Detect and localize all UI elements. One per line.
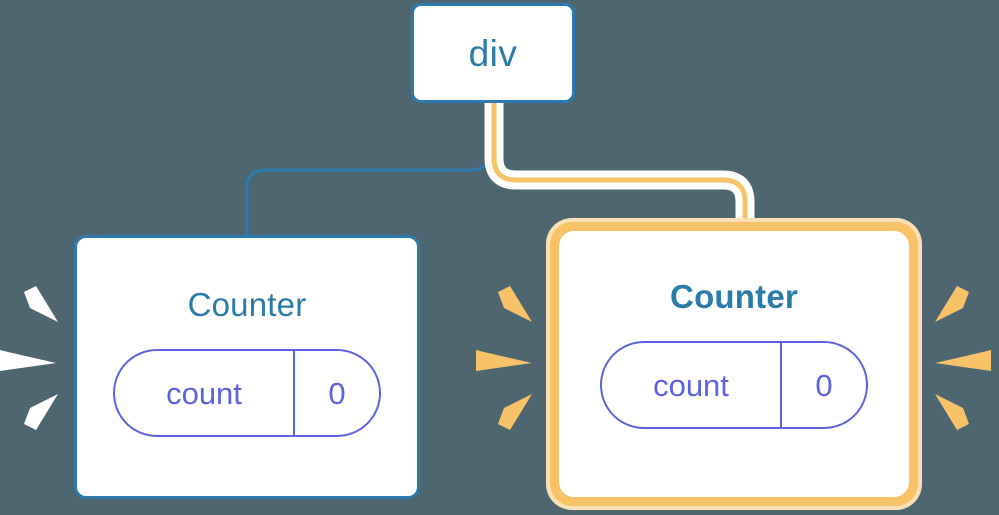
sparkle-ray (476, 350, 532, 371)
counter-left-state-key: count (166, 375, 242, 411)
sparkle-ray (0, 350, 56, 371)
node-counter-left[interactable]: Counter count 0 (74, 235, 420, 499)
edge-div-to-counter-left (245, 101, 491, 238)
counter-left-state-pill: count 0 (113, 349, 381, 437)
sparkle-ray (935, 350, 991, 371)
counter-left-title: Counter (187, 286, 307, 323)
node-div[interactable]: div (411, 3, 575, 103)
counter-right-state-key: count (653, 367, 729, 403)
sparkles-right-counter-outer (929, 278, 991, 438)
sparkles-left-counter-outer (0, 278, 62, 438)
pill-divider (780, 343, 782, 427)
pill-divider (293, 351, 295, 435)
sparkles-between-counters (476, 278, 538, 438)
counter-left-state-value: 0 (328, 375, 346, 411)
counter-right-state-pill: count 0 (600, 341, 868, 429)
counter-right-state-value: 0 (815, 367, 833, 403)
sparkle-ray (935, 286, 969, 322)
counter-right-title: Counter (670, 278, 798, 315)
sparkle-ray (498, 394, 532, 430)
edge-div-to-counter-right (491, 103, 748, 236)
sparkle-ray (24, 394, 58, 430)
node-counter-right[interactable]: Counter count 0 (561, 233, 907, 495)
node-div-label: div (468, 32, 518, 74)
edge-div-to-counter-right-halo (484, 103, 755, 236)
sparkle-ray (498, 286, 532, 322)
sparkle-ray (24, 286, 58, 322)
sparkle-ray (935, 394, 969, 430)
